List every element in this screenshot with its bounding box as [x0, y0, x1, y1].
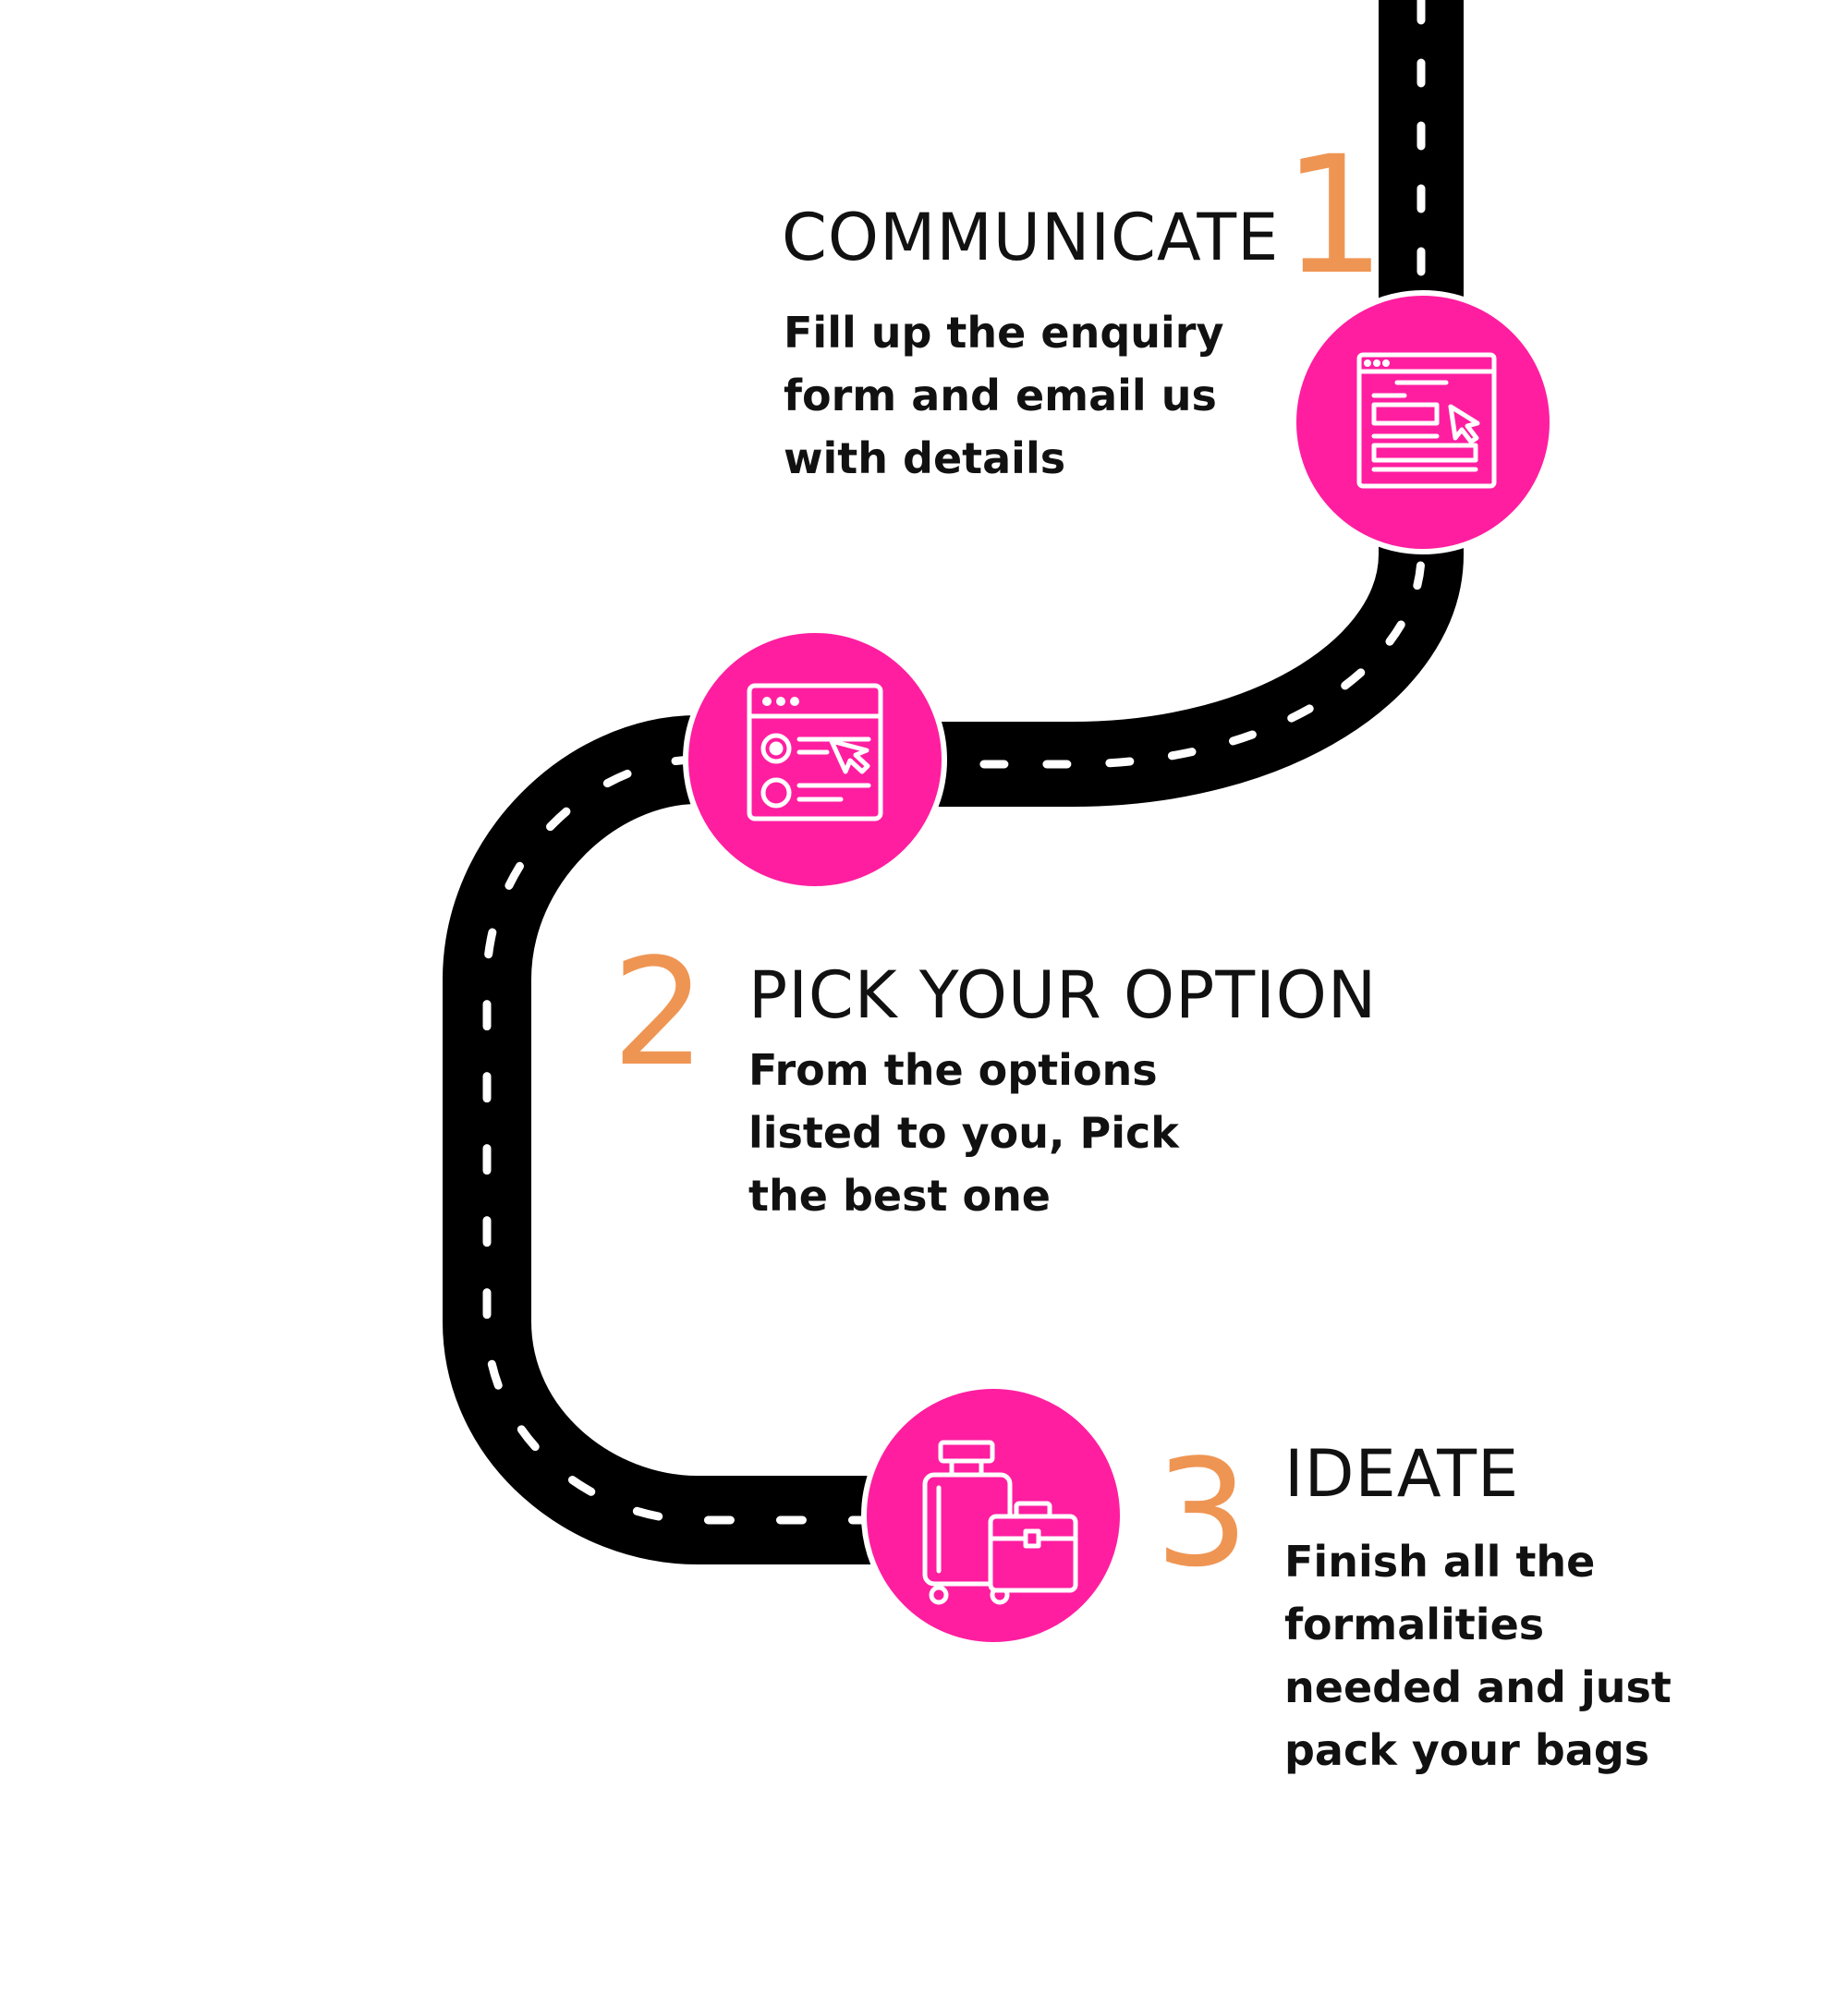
- step-2-description: From the options listed to you, Pick the…: [748, 1039, 1179, 1227]
- step-1-number: 1: [1283, 121, 1386, 310]
- step-1-desc-line: Fill up the enquiry: [784, 308, 1224, 358]
- step-3-description: Finish all the formalities needed and ju…: [1284, 1530, 1672, 1782]
- step-2-desc-line: listed to you, Pick: [748, 1108, 1179, 1158]
- road: [443, 0, 1464, 1564]
- step-2-number: 2: [612, 926, 706, 1099]
- step-2-desc-line: the best one: [748, 1171, 1052, 1221]
- step-3-desc-line: formalities: [1284, 1600, 1545, 1649]
- step-1-badge: [1291, 290, 1555, 554]
- luggage-briefcase-icon: [922, 1440, 1078, 1605]
- step-2-desc-line: From the options: [748, 1045, 1158, 1095]
- step-1-desc-line: with details: [784, 433, 1066, 483]
- step-1-description: Fill up the enquiry form and email us wi…: [784, 301, 1223, 490]
- step-3-desc-line: pack your bags: [1284, 1725, 1650, 1775]
- step-2-badge: [683, 627, 947, 892]
- step-3-title: IDEATE: [1284, 1436, 1520, 1512]
- step-3-desc-line: Finish all the: [1284, 1537, 1596, 1587]
- step-1-title: COMMUNICATE: [782, 200, 1280, 275]
- step-3-number: 3: [1155, 1427, 1249, 1600]
- step-3-desc-line: needed and just: [1284, 1662, 1672, 1712]
- step-3-badge: [861, 1383, 1125, 1648]
- step-2-title: PICK YOUR OPTION: [748, 957, 1378, 1033]
- step-1-desc-line: form and email us: [784, 371, 1217, 420]
- web-form-cursor-icon: [1356, 352, 1497, 489]
- road-segment-upper: [924, 0, 1464, 807]
- road-dashes-lower: [482, 755, 892, 1525]
- browser-options-select-icon: [747, 683, 883, 822]
